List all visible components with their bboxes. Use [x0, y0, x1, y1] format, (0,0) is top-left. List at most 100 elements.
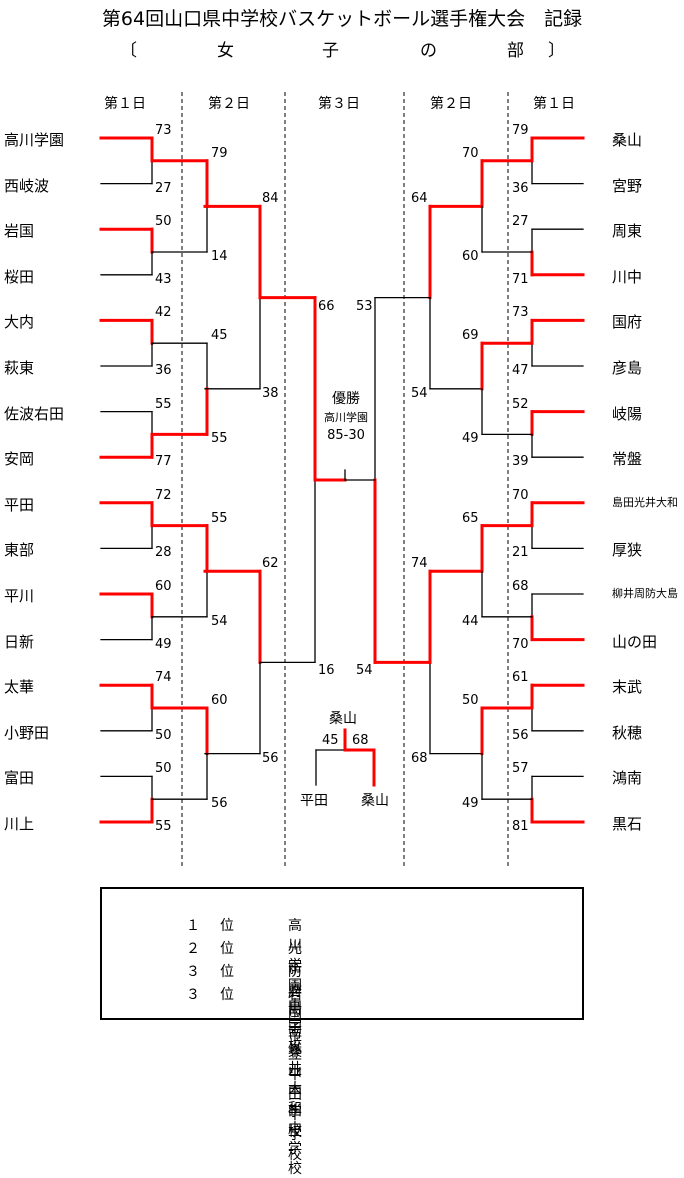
score-left-r3: 62: [262, 556, 279, 572]
score-right-r1: 56: [512, 727, 529, 743]
standing-unit: 位: [220, 964, 234, 980]
team-name-right: 国府: [612, 313, 643, 332]
score-right-r1: 36: [512, 180, 529, 196]
team-name-right: 島田光井大和: [612, 495, 678, 509]
team-name-left: 桜田: [4, 267, 35, 286]
standing-unit: 位: [220, 941, 234, 957]
score-left-semi: 16: [318, 663, 335, 679]
score-right-r1: 47: [512, 363, 529, 378]
subtitle-char-4: 部: [507, 41, 524, 61]
score-left-r1: 55: [155, 396, 172, 412]
score-left-r1: 28: [155, 545, 172, 561]
day-label-right-2: 第２日: [430, 96, 472, 112]
score-right-r2: 69: [462, 328, 479, 344]
score-right-r3: 74: [411, 556, 428, 572]
score-left-r3: 56: [262, 750, 279, 766]
score-right-r3: 64: [411, 191, 428, 207]
score-right-r2: 65: [462, 510, 479, 526]
score-left-r1: 55: [155, 819, 172, 834]
score-left-r1: 50: [155, 727, 172, 743]
score-right-semi: 54: [356, 663, 373, 679]
team-name-right: 柳井周防大島: [612, 587, 678, 600]
score-right-r1: 61: [512, 670, 529, 686]
score-right-r1: 81: [512, 819, 529, 834]
champion-panel: 優勝 高川学園 85-30: [313, 388, 379, 443]
third-place-team-left: 平田: [300, 793, 328, 809]
team-name-right: 黒石: [612, 815, 643, 833]
third-place-score-right: 68: [352, 733, 369, 748]
team-name-left: 小野田: [4, 723, 50, 742]
team-name-left: 萩東: [4, 359, 35, 377]
score-left-r2: 60: [211, 693, 228, 708]
standing-place: ３: [186, 964, 200, 980]
score-left-r1: 50: [155, 214, 172, 230]
subtitle-char-3: の: [420, 41, 437, 61]
score-right-r2: 70: [462, 145, 479, 161]
subtitle-close-bracket: 〕: [548, 41, 565, 61]
team-name-right: 岐陽: [612, 404, 643, 423]
third-place-winner: 桑山: [329, 711, 357, 727]
score-left-r3: 84: [262, 191, 279, 207]
score-right-semi: 53: [356, 298, 373, 314]
final-standings-box: １ 位 高川学園中学校 ２ 位 光市立島田光井大和中学校 ３ 位 防府市立桑山中…: [100, 887, 584, 1177]
tournament-bracket: [99, 92, 585, 868]
day-label-center-3: 第３日: [318, 96, 360, 112]
score-left-r2: 55: [211, 431, 228, 447]
subtitle-char-2: 子: [322, 41, 339, 61]
subtitle-char-1: 女: [217, 41, 234, 61]
score-right-r2: 49: [462, 796, 479, 812]
score-left-r1: 27: [155, 180, 172, 196]
score-left-r1: 77: [155, 454, 172, 470]
score-right-r1: 73: [512, 305, 529, 321]
score-left-r1: 72: [155, 487, 172, 503]
team-name-left: 平田: [4, 495, 35, 514]
champion-label: 優勝: [332, 391, 360, 407]
team-name-left: 佐波右田: [4, 404, 65, 423]
score-left-r1: 74: [155, 670, 172, 686]
day-label-left-2: 第２日: [208, 96, 250, 112]
team-name-left: 高川学園: [4, 131, 65, 149]
team-name-left: 安岡: [4, 450, 35, 469]
score-left-r1: 50: [155, 761, 172, 777]
team-name-right: 常盤: [612, 450, 643, 469]
final-score: 85-30: [327, 428, 365, 443]
score-left-r1: 49: [155, 636, 172, 652]
third-place-team-right: 桑山: [361, 793, 389, 809]
team-name-left: 岩国: [4, 222, 35, 241]
third-place-score-left: 45: [322, 733, 339, 748]
score-right-r1: 52: [512, 396, 529, 412]
score-right-r2: 60: [462, 249, 479, 264]
score-left-r2: 54: [211, 613, 228, 629]
score-left-r2: 14: [211, 249, 228, 264]
team-name-right: 山の田: [612, 632, 658, 651]
score-left-r2: 45: [211, 328, 228, 344]
team-name-left: 川上: [4, 815, 35, 833]
team-name-right: 周東: [612, 222, 643, 241]
team-name-left: 西岐波: [4, 176, 50, 195]
score-right-r1: 27: [512, 214, 529, 230]
score-left-r1: 43: [155, 271, 172, 287]
team-name-right: 末武: [612, 678, 643, 697]
standing-place: ３: [186, 987, 200, 1003]
team-name-left: 東部: [4, 541, 35, 560]
score-right-r3: 54: [411, 385, 428, 401]
champion-name: 高川学園: [324, 411, 368, 424]
score-left-r2: 56: [211, 796, 228, 812]
team-name-left: 太華: [4, 678, 35, 697]
team-name-right: 秋穂: [612, 723, 643, 742]
standing-place: １: [186, 918, 200, 934]
score-right-r2: 50: [462, 693, 479, 708]
score-left-r2: 79: [211, 145, 228, 161]
team-name-right: 鴻南: [612, 769, 643, 788]
score-right-r1: 39: [512, 454, 529, 470]
score-right-r2: 49: [462, 431, 479, 447]
division-subtitle: 〔 女 子 の 部 〕: [0, 36, 684, 61]
score-left-r2: 55: [211, 510, 228, 526]
score-right-r1: 71: [512, 271, 529, 287]
score-right-r2: 44: [462, 613, 479, 629]
team-name-right: 川中: [612, 267, 643, 286]
page-title: 第64回山口県中学校バスケットボール選手権大会 記録: [101, 8, 583, 30]
team-name-left: 大内: [4, 313, 35, 332]
day-label-right-1: 第１日: [533, 96, 575, 112]
score-left-r3: 38: [262, 385, 279, 401]
